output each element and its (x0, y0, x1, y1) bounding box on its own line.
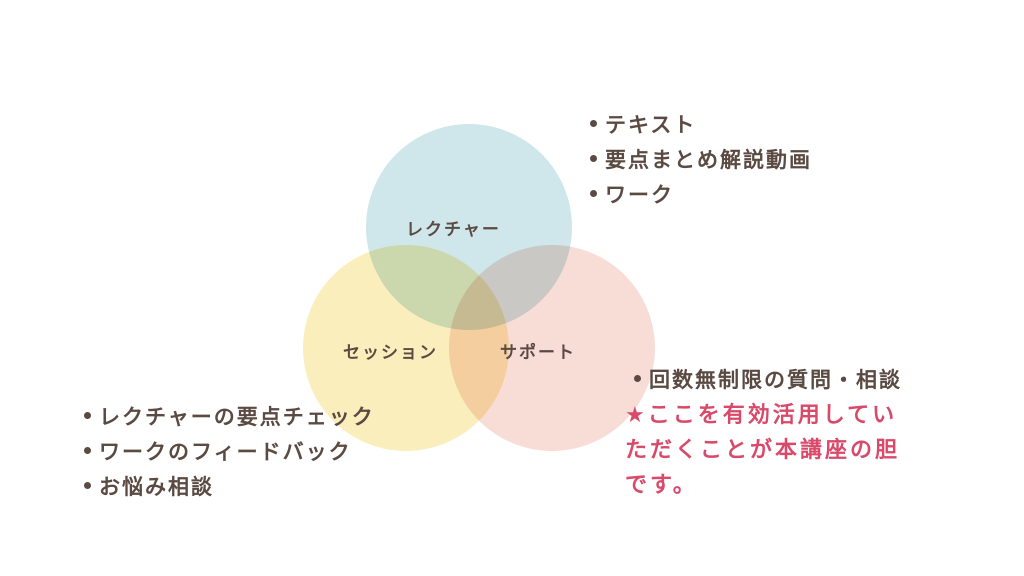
bullet-icon (84, 482, 91, 489)
highlight-note: ★ここを有効活用してい ただくことが本講座の胆 です。 (625, 398, 965, 503)
bullet-icon (590, 190, 597, 197)
session-circle-label: セッション (343, 343, 438, 363)
list-item: 要点まとめ解説動画 (590, 141, 812, 176)
bullet-icon (84, 447, 91, 454)
list-item-text: 回数無制限の質問・相談 (649, 367, 902, 392)
list-item-text: 要点まとめ解説動画 (605, 147, 812, 172)
bullet-icon (590, 155, 597, 162)
bullet-icon (634, 375, 641, 382)
list-item: 回数無制限の質問・相談 (634, 361, 902, 396)
list-item-text: ワークのフィードバック (99, 439, 352, 464)
bullet-icon (590, 120, 597, 127)
list-item-text: ワーク (605, 182, 674, 207)
support-circle-label: サポート (500, 343, 576, 363)
list-item: ワークのフィードバック (84, 433, 375, 468)
bullet-icon (84, 412, 91, 419)
list-item-text: レクチャーの要点チェック (99, 404, 375, 429)
lecture-item-list: テキスト 要点まとめ解説動画 ワーク (590, 106, 812, 211)
list-item: お悩み相談 (84, 468, 375, 503)
list-item-text: テキスト (605, 112, 697, 137)
note-line: です。 (625, 473, 698, 498)
session-item-list: レクチャーの要点チェック ワークのフィードバック お悩み相談 (84, 398, 375, 503)
lecture-circle-label: レクチャー (406, 220, 501, 240)
support-circle (449, 245, 655, 451)
note-line: ただくことが本講座の胆 (625, 438, 901, 463)
list-item: ワーク (590, 176, 812, 211)
list-item: テキスト (590, 106, 812, 141)
list-item-text: お悩み相談 (99, 474, 214, 499)
support-item-list: 回数無制限の質問・相談 (634, 361, 902, 396)
note-line: ★ここを有効活用してい (625, 403, 898, 428)
list-item: レクチャーの要点チェック (84, 398, 375, 433)
